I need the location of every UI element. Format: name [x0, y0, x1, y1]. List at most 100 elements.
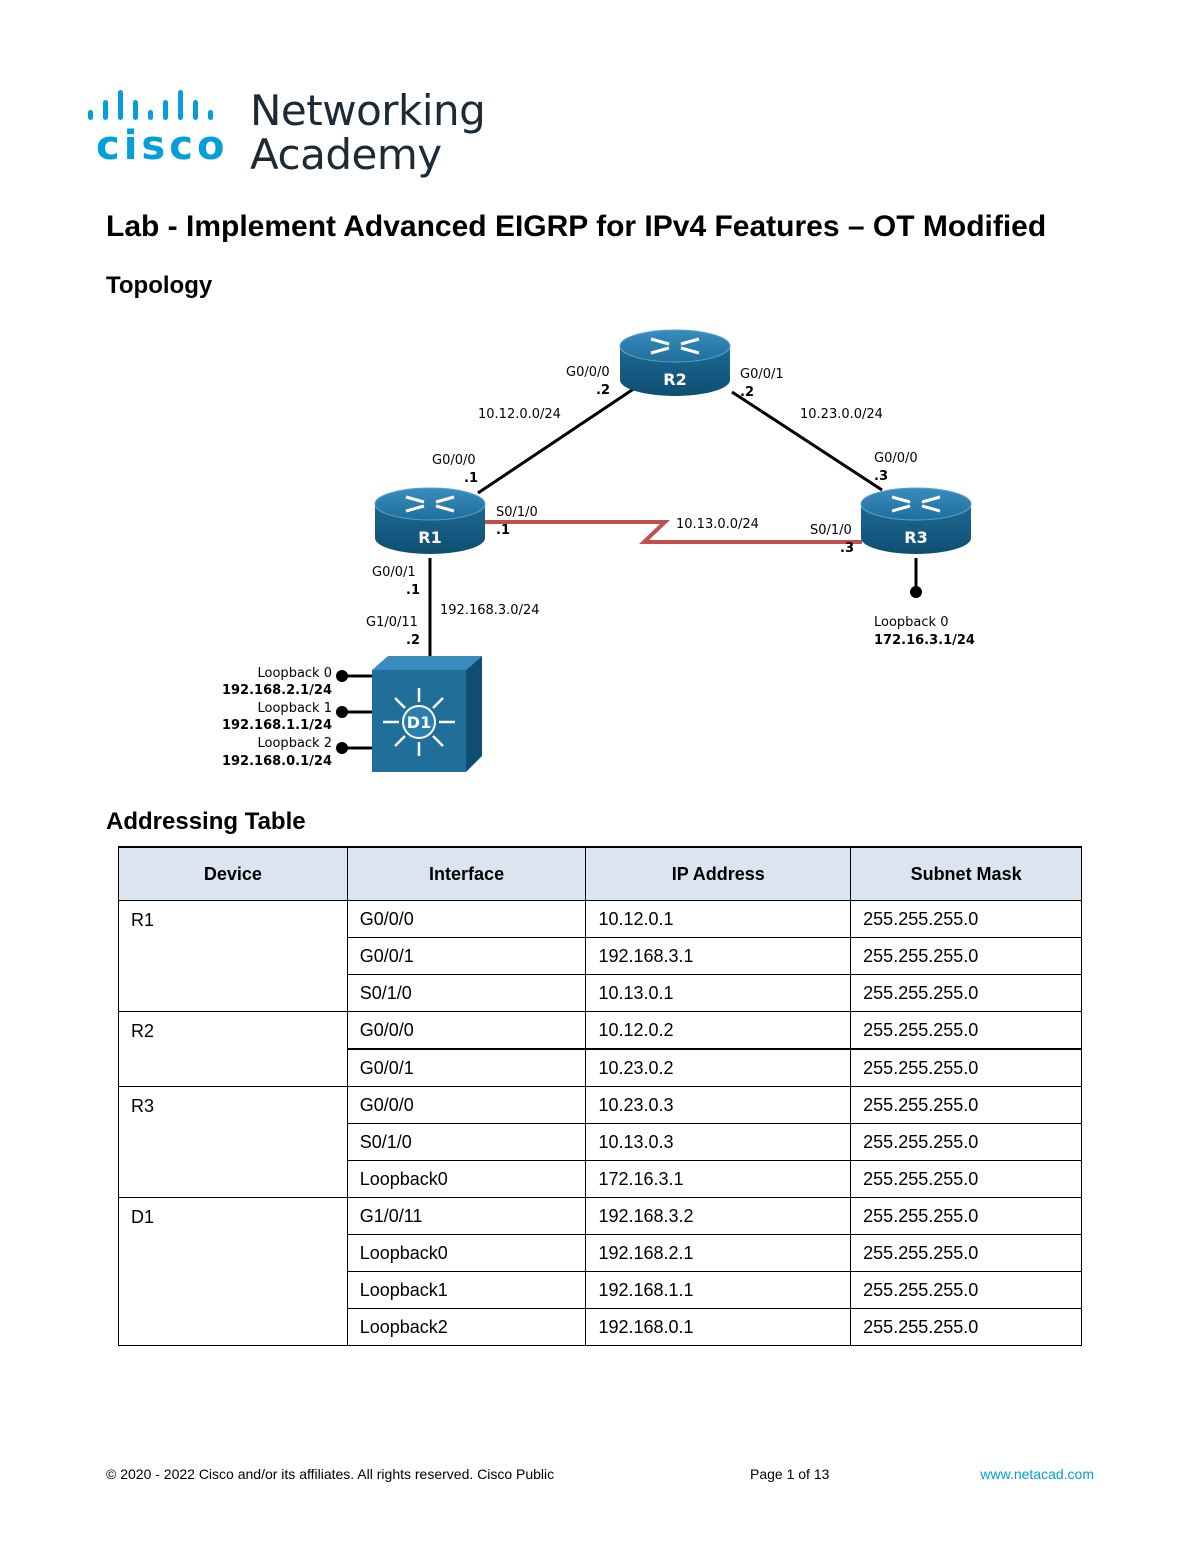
logo-line-networking: Networking	[250, 86, 486, 135]
table-row: Loopback0 192.168.2.1 255.255.255.0	[119, 1234, 1082, 1272]
d1-loopback0-dot	[336, 670, 348, 682]
mask-cell: 255.255.255.0	[850, 1086, 1082, 1124]
r1-s010-ip: .1	[496, 523, 510, 538]
link-r1-r2	[477, 386, 636, 495]
ip-cell: 10.23.0.3	[585, 1086, 852, 1124]
d1-loopback0-name: Loopback 0	[258, 666, 332, 681]
interface-cell: Loopback2	[346, 1308, 587, 1346]
r3-loopback0-name: Loopback 0	[874, 615, 948, 630]
header-interface: Interface	[346, 846, 587, 901]
r1-g000-ip: .1	[464, 471, 478, 486]
table-row: G0/0/1 10.23.0.2 255.255.255.0	[119, 1048, 1082, 1087]
network-10-13-label: 10.13.0.0/24	[676, 517, 759, 532]
ip-cell: 192.168.0.1	[585, 1308, 852, 1346]
logo-line-academy: Academy	[250, 130, 442, 179]
footer-page-number: Page 1 of 13	[750, 1466, 830, 1482]
r2-g001-ip: .2	[740, 385, 754, 400]
link-r1-r3-serial	[482, 520, 862, 544]
header-ip-address: IP Address	[585, 846, 852, 901]
interface-cell: G0/0/0	[346, 1011, 587, 1050]
interface-cell: S0/1/0	[346, 1123, 587, 1161]
r1-g000-interface: G0/0/0	[432, 453, 476, 468]
interface-cell: Loopback0	[346, 1160, 587, 1198]
table-row: D1 G1/0/11 192.168.3.2 255.255.255.0	[118, 1197, 1082, 1346]
r3-loopback0-dot	[910, 586, 922, 598]
footer-copyright: © 2020 - 2022 Cisco and/or its affiliate…	[106, 1466, 555, 1482]
router-r1-icon: R1	[373, 486, 487, 556]
d1-loopback1-ip: 192.168.1.1/24	[222, 718, 332, 733]
interface-cell: G0/0/0	[346, 1086, 587, 1124]
network-topology-diagram: R2 R1 R3 D1 G0/0/0 .2 G0/0/1 .2 10.12.0.…	[222, 328, 975, 772]
mask-cell: 255.255.255.0	[850, 1160, 1082, 1198]
footer-url-link[interactable]: www.netacad.com	[980, 1466, 1094, 1482]
d1-g1011-interface: G1/0/11	[366, 615, 418, 630]
cisco-networking-academy-logo: cisco Networking Academy	[86, 86, 486, 181]
ip-cell: 192.168.1.1	[585, 1271, 852, 1309]
d1-g1011-ip: .2	[406, 633, 420, 648]
interface-cell: G0/0/0	[346, 900, 587, 938]
router-r3-label: R3	[904, 528, 927, 547]
interface-cell: G1/0/11	[346, 1197, 587, 1235]
interface-cell: S0/1/0	[346, 974, 587, 1012]
mask-cell: 255.255.255.0	[850, 1197, 1082, 1235]
mask-cell: 255.255.255.0	[850, 1308, 1082, 1346]
d1-loopback1-dot	[336, 706, 348, 718]
mask-cell: 255.255.255.0	[850, 1234, 1082, 1272]
r1-g001-ip: .1	[406, 583, 420, 598]
addressing-table-heading: Addressing Table	[106, 808, 306, 835]
mask-cell: 255.255.255.0	[850, 974, 1082, 1012]
r3-g000-interface: G0/0/0	[874, 451, 918, 466]
mask-cell: 255.255.255.0	[850, 1048, 1082, 1087]
mask-cell: 255.255.255.0	[850, 1271, 1082, 1309]
mask-cell: 255.255.255.0	[850, 1123, 1082, 1161]
d1-loopback0-ip: 192.168.2.1/24	[222, 683, 332, 698]
addressing-table: Device Interface IP Address Subnet Mask …	[118, 846, 1082, 1346]
device-cell: R1	[118, 900, 348, 1012]
mask-cell: 255.255.255.0	[850, 937, 1082, 975]
ip-cell: 10.13.0.1	[585, 974, 852, 1012]
interface-cell: G0/0/1	[346, 1048, 587, 1087]
device-cell: R2	[118, 1011, 348, 1087]
interface-cell: G0/0/1	[346, 937, 587, 975]
cisco-wordmark: cisco	[96, 123, 229, 169]
switch-d1-label: D1	[407, 713, 431, 732]
ip-cell: 172.16.3.1	[585, 1160, 852, 1198]
switch-d1-icon: D1	[372, 656, 482, 772]
r2-g000-ip: .2	[596, 383, 610, 398]
router-r1-label: R1	[418, 528, 441, 547]
ip-cell: 192.168.3.1	[585, 937, 852, 975]
table-row: Loopback0 172.16.3.1 255.255.255.0	[119, 1160, 1082, 1198]
link-r2-r3	[731, 390, 883, 492]
table-row: S0/1/0 10.13.0.1 255.255.255.0	[119, 974, 1082, 1012]
table-row: S0/1/0 10.13.0.3 255.255.255.0	[119, 1123, 1082, 1161]
table-row: R3 G0/0/0 10.23.0.3 255.255.255.0	[118, 1086, 1082, 1198]
r3-s010-interface: S0/1/0	[810, 523, 852, 538]
d1-loopback2-name: Loopback 2	[258, 736, 332, 751]
page-title: Lab - Implement Advanced EIGRP for IPv4 …	[106, 210, 1047, 243]
router-r3-icon: R3	[859, 486, 973, 556]
ip-cell: 192.168.2.1	[585, 1234, 852, 1272]
table-row: R2 G0/0/0 10.12.0.2 255.255.255.0	[118, 1011, 1082, 1087]
router-r2-icon: R2	[618, 328, 732, 398]
header-subnet-mask: Subnet Mask	[850, 846, 1082, 901]
r3-g000-ip: .3	[874, 469, 888, 484]
r3-s010-ip: .3	[840, 541, 854, 556]
router-r2-label: R2	[663, 370, 686, 389]
table-row: Loopback2 192.168.0.1 255.255.255.0	[119, 1308, 1082, 1346]
table-row: G0/0/1 192.168.3.1 255.255.255.0	[119, 937, 1082, 975]
r1-s010-interface: S0/1/0	[496, 505, 538, 520]
network-10-12-label: 10.12.0.0/24	[478, 407, 561, 422]
ip-cell: 192.168.3.2	[585, 1197, 852, 1235]
interface-cell: Loopback1	[346, 1271, 587, 1309]
ip-cell: 10.12.0.2	[585, 1011, 852, 1050]
table-header-row: Device Interface IP Address Subnet Mask	[118, 846, 1082, 901]
network-192-168-3-label: 192.168.3.0/24	[440, 603, 540, 618]
ip-cell: 10.13.0.3	[585, 1123, 852, 1161]
mask-cell: 255.255.255.0	[850, 900, 1082, 938]
device-cell: D1	[118, 1197, 348, 1346]
ip-cell: 10.23.0.2	[585, 1048, 852, 1087]
device-cell: R3	[118, 1086, 348, 1198]
network-10-23-label: 10.23.0.0/24	[800, 407, 883, 422]
ip-cell: 10.12.0.1	[585, 900, 852, 938]
r2-g000-interface: G0/0/0	[566, 365, 610, 380]
